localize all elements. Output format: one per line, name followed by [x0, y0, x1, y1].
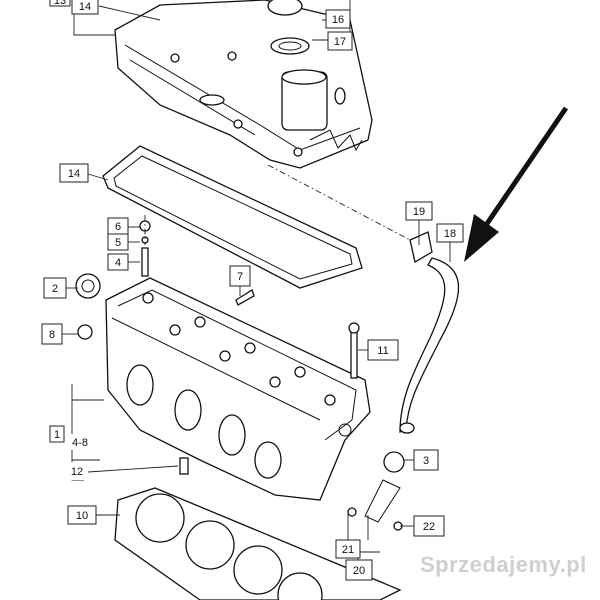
svg-text:19: 19 [413, 206, 425, 218]
cylinder-head [105, 277, 371, 501]
callout-1: 1 [49, 425, 65, 443]
callout-17: 17 [327, 31, 353, 51]
callout-10: 10 [67, 505, 97, 525]
svg-text:12: 12 [71, 466, 83, 478]
svg-text:14: 14 [68, 168, 80, 180]
callout-13: 13 [49, 0, 71, 7]
svg-text:13: 13 [54, 0, 66, 7]
pointer-arrow [464, 106, 569, 262]
svg-text:6: 6 [115, 221, 121, 233]
svg-text:1: 1 [54, 429, 60, 441]
head-gasket [114, 487, 402, 600]
callout-21: 21 [335, 539, 361, 559]
svg-text:20: 20 [353, 565, 365, 577]
callout-20: 20 [345, 559, 373, 581]
svg-text:18: 18 [444, 228, 456, 240]
assembly-lines [144, 164, 411, 245]
svg-text:4-8: 4-8 [72, 437, 88, 449]
callout-3: 3 [413, 449, 439, 471]
svg-text:21: 21 [342, 544, 354, 556]
svg-text:5: 5 [115, 237, 121, 249]
svg-text:3: 3 [423, 455, 429, 467]
callout-14-gasket: 14 [59, 163, 89, 183]
svg-text:16: 16 [332, 14, 344, 26]
callout-4-8: 4-8 [68, 434, 92, 450]
svg-text:11: 11 [377, 345, 388, 357]
valve-cover-gasket [102, 145, 363, 289]
callout-8: 8 [41, 323, 63, 345]
svg-text:4: 4 [115, 257, 121, 269]
callout-14-top: 14 [71, 0, 99, 15]
svg-text:17: 17 [334, 36, 346, 48]
callout-6: 6 [107, 217, 129, 235]
svg-text:22: 22 [423, 521, 435, 533]
callout-7: 7 [229, 265, 251, 287]
svg-text:14: 14 [79, 1, 91, 13]
callout-2: 2 [43, 277, 67, 299]
callout-5: 5 [107, 233, 129, 251]
svg-text:7: 7 [237, 271, 243, 283]
callout-19: 19 [405, 201, 433, 221]
callout-22: 22 [413, 515, 445, 537]
breather-housing [267, 0, 346, 131]
svg-text:10: 10 [76, 510, 88, 522]
callout-16: 16 [325, 9, 351, 29]
watermark-logo: Sprzedajemy.pl [420, 552, 587, 577]
callout-4: 4 [107, 253, 129, 271]
callout-18: 18 [436, 223, 464, 243]
callout-11: 11 [367, 339, 399, 361]
svg-text:2: 2 [52, 283, 58, 295]
breather-hose [399, 231, 459, 434]
svg-text:8: 8 [49, 329, 55, 341]
callout-12: 12 [66, 462, 88, 480]
